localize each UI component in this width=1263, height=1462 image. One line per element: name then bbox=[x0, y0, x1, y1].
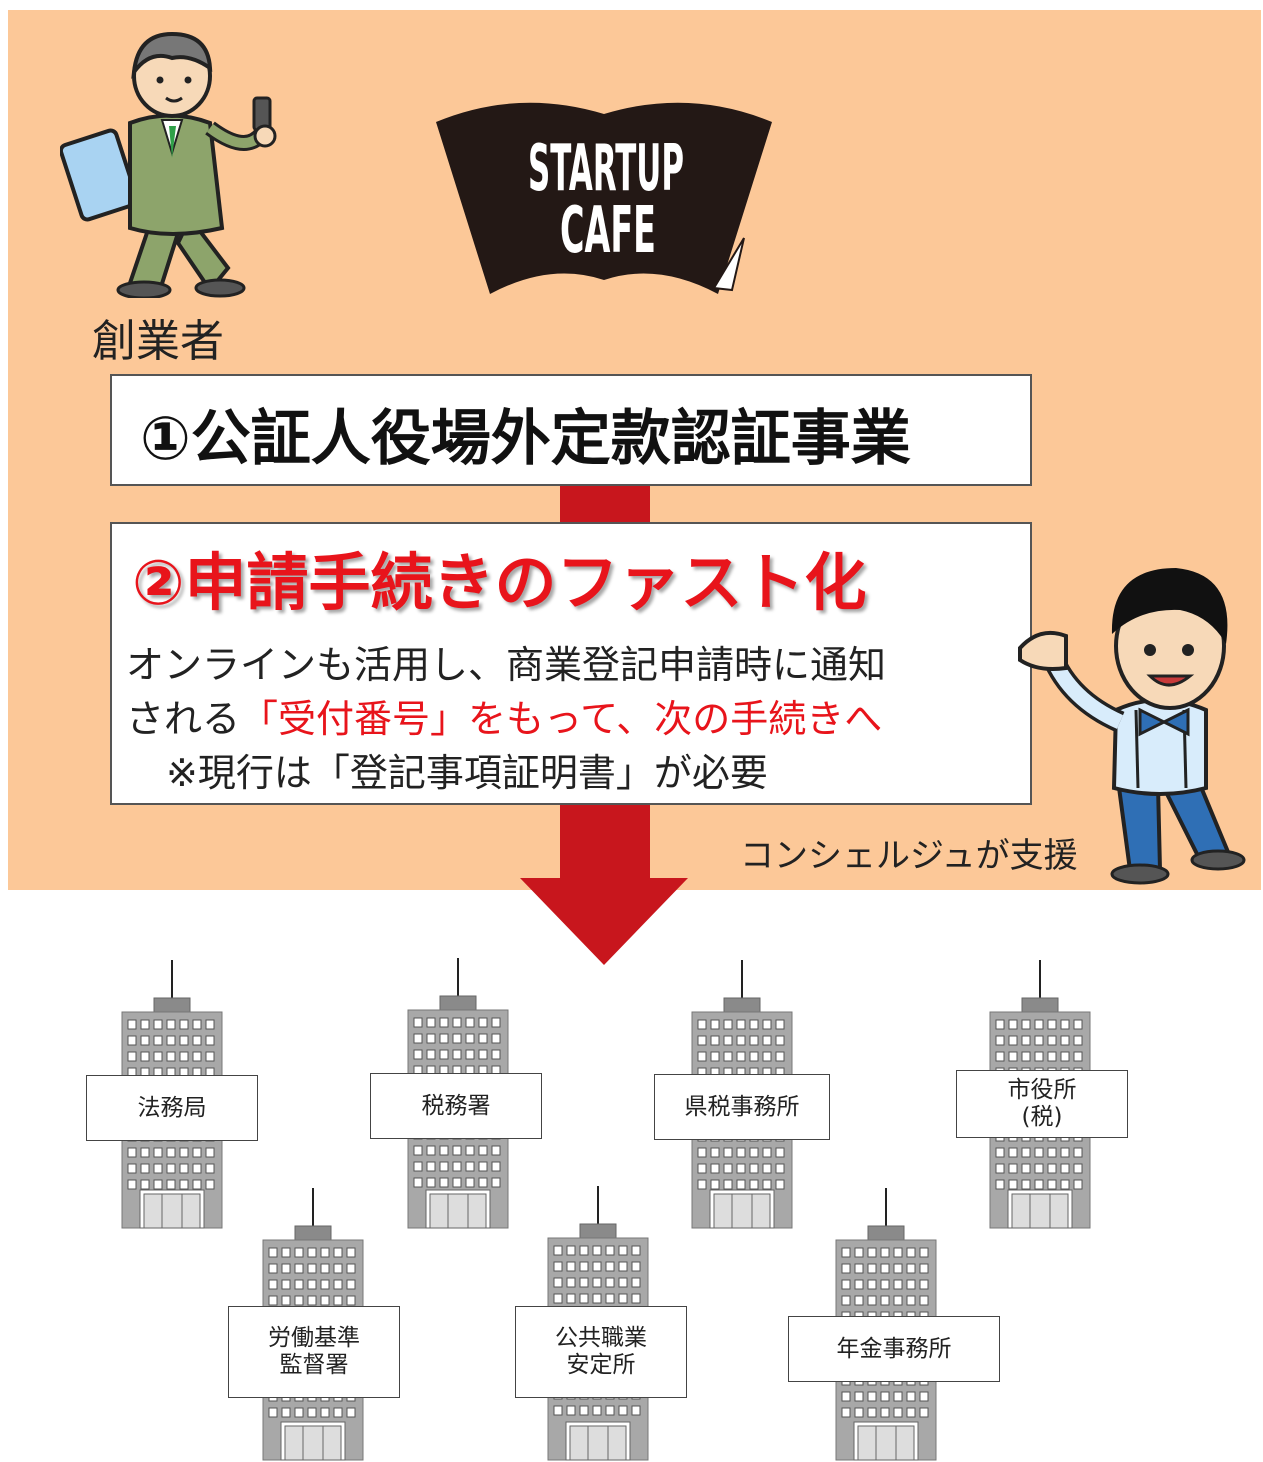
logo-line2: CAFE bbox=[560, 194, 656, 268]
office-label: 年金事務所 bbox=[788, 1316, 1000, 1382]
office-label: 市役所 (税) bbox=[956, 1070, 1128, 1138]
line2-prefix: される bbox=[126, 697, 241, 741]
concierge-illustration bbox=[1018, 568, 1246, 885]
step2-note: ※現行は「登記事項証明書」が必要 bbox=[166, 751, 768, 795]
office-label: 県税事務所 bbox=[654, 1074, 830, 1140]
office-label: 労働基準 監督署 bbox=[228, 1306, 400, 1398]
office-label: 税務署 bbox=[370, 1073, 542, 1139]
concierge-label: コンシェルジュが支援 bbox=[740, 836, 1078, 876]
office-label: 法務局 bbox=[86, 1075, 258, 1141]
office-label: 公共職業 安定所 bbox=[515, 1306, 687, 1398]
step2-description-line1: オンラインも活用し、商業登記申請時に通知 bbox=[126, 643, 887, 687]
startup-cafe-logo: STARTUP CAFE bbox=[436, 102, 772, 294]
step2-box: ②申請手続きのファスト化 オンラインも活用し、商業登記申請時に通知 される「受付… bbox=[110, 522, 1032, 805]
step2-headline: ②申請手続きのファスト化 bbox=[132, 546, 867, 619]
step1-title: ①公証人役場外定款認証事業 bbox=[140, 404, 911, 474]
founder-illustration bbox=[60, 31, 277, 298]
founder-label: 創業者 bbox=[92, 316, 224, 367]
logo-line1: STARTUP bbox=[528, 132, 684, 206]
receipt-number-highlight: 「受付番号」をもって、次の手続きへ bbox=[240, 697, 883, 741]
step2-description-line2: される「受付番号」をもって、次の手続きへ bbox=[126, 688, 882, 743]
step1-box: ①公証人役場外定款認証事業 bbox=[110, 374, 1032, 486]
